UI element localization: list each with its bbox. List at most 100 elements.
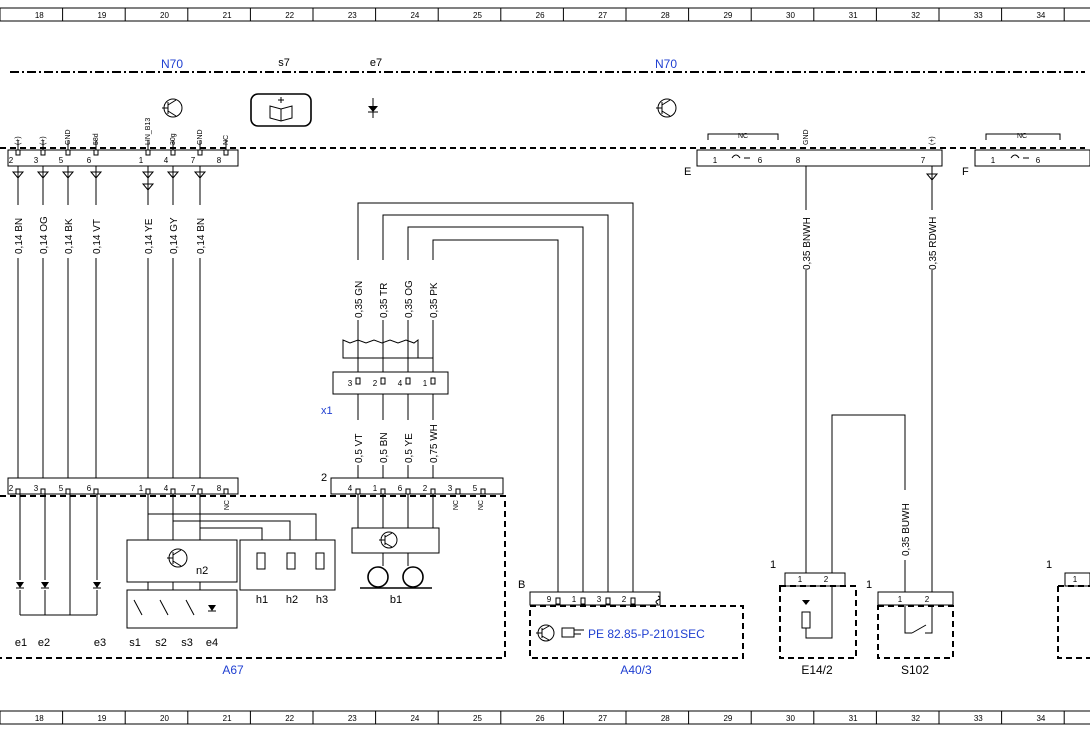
top-pin-number: 8: [217, 156, 222, 165]
s102-border: [877, 605, 954, 659]
e14-number: 1: [770, 559, 776, 571]
far-right-number: 1: [1046, 559, 1052, 571]
pin-terminal: [580, 597, 586, 605]
nc-label: NC: [224, 500, 231, 510]
led-group: [16, 582, 101, 589]
wire-mid-bottom-label: 0,5 BN: [379, 432, 390, 463]
wire-mid-top-label: 0,35 PK: [429, 282, 440, 318]
grid-cell-label: 32: [911, 11, 920, 20]
n70-left-label[interactable]: N70: [161, 57, 183, 71]
grid-cell-label: 27: [598, 714, 607, 723]
nc-label: NC: [453, 500, 460, 510]
pin-f-6: 6: [1036, 156, 1041, 165]
a40-pin-number: 2: [622, 595, 627, 604]
wire-arrow: [61, 171, 75, 179]
transistor-right-icon: [656, 98, 677, 118]
top-pin-signal: GND: [197, 129, 204, 145]
wire-arrow: [89, 171, 103, 179]
pin-terminal: [223, 488, 229, 495]
lower-middle-wires: [357, 394, 434, 484]
s102-switch-icon: [904, 606, 933, 634]
pointing-hand-icon: [561, 627, 584, 638]
lamp-label: h3: [316, 594, 328, 606]
a67-right-pin-number: 1: [373, 484, 378, 493]
far-right-border: [1057, 585, 1090, 659]
a67-label[interactable]: A67: [222, 663, 244, 677]
s102-connector: [877, 591, 954, 606]
grid-cell-label: 29: [723, 714, 732, 723]
grid-cell-label: 19: [97, 714, 106, 723]
pin-e-6: 6: [758, 156, 763, 165]
grid-cell-label: 21: [223, 11, 232, 20]
a40-label[interactable]: A40/3: [620, 663, 652, 677]
top-pin-signal: 30g: [170, 133, 177, 145]
far-right-pin: 1: [1073, 575, 1078, 584]
grid-cell-label: 33: [974, 714, 983, 723]
lamp-label: h1: [256, 594, 268, 606]
switch-block: [126, 589, 238, 629]
top-pin-number: 1: [139, 156, 144, 165]
a67-right-pin-number: 6: [398, 484, 403, 493]
grid-cell-label: 30: [786, 714, 795, 723]
a40-break-icon: [655, 595, 661, 605]
e14-heater-icon: [801, 586, 833, 639]
far-right-connector: [1064, 572, 1090, 587]
top-pin-number: 6: [87, 156, 92, 165]
a40-reference-link[interactable]: PE 82.85-P-2101SEC: [588, 627, 705, 641]
gnd-e-label: GND: [803, 129, 810, 145]
s102-number: 1: [866, 579, 872, 591]
n70-right-label[interactable]: N70: [655, 57, 677, 71]
grid-cell-label: 26: [536, 11, 545, 20]
manual-book-icon: [250, 93, 312, 127]
a40-pin-number: 3: [597, 595, 602, 604]
wire-buwh: 0,35 BUWH: [901, 503, 912, 556]
grid-cell-label: 26: [536, 714, 545, 723]
a67-pin-number: 6: [87, 484, 92, 493]
grid-cell-label: 31: [849, 11, 858, 20]
x1-connector: [332, 371, 449, 395]
wire-mid-bottom-label: 0,5 VT: [354, 434, 365, 463]
a67-connector-label: 2: [321, 472, 327, 484]
n2-module: [126, 539, 238, 583]
connector-f: [974, 149, 1090, 167]
wire-arrow: [193, 171, 207, 179]
pin-terminal: [93, 488, 99, 495]
component-label: s1: [129, 637, 141, 649]
a40-border: [529, 605, 744, 659]
speaker-icons: [360, 566, 432, 589]
connector-f-label: F: [962, 166, 969, 178]
led-icon: [368, 98, 378, 118]
wire-bnwh: 0,35 BNWH: [802, 217, 813, 270]
grid-cell-label: 28: [661, 11, 670, 20]
pin-terminal: [380, 377, 386, 385]
nc-f-label: NC: [1017, 133, 1027, 140]
grid-cell-label: 25: [473, 11, 482, 20]
b1-transistor-icon: [379, 531, 398, 549]
wire-arrow: [141, 183, 155, 191]
nc-e-label: NC: [738, 133, 748, 140]
grid-cell-label: 31: [849, 714, 858, 723]
wire-mid-top-label: 0,35 OG: [404, 280, 415, 318]
x1-label[interactable]: x1: [321, 405, 333, 417]
a67-pin-number: 7: [191, 484, 196, 493]
middle-harness: [342, 202, 634, 596]
grid-cell-label: 34: [1036, 11, 1045, 20]
wire-mid-bottom-label: 0,75 WH: [429, 424, 440, 463]
grid-cell-label: 24: [410, 11, 419, 20]
pin-terminal: [630, 597, 636, 605]
pin-terminal: [455, 488, 461, 495]
grid-cell-label: 20: [160, 11, 169, 20]
wire-upper-label: 0,14 OG: [39, 216, 50, 254]
lamp-label: h2: [286, 594, 298, 606]
grid-cell-label: 30: [786, 11, 795, 20]
pin-terminal: [555, 597, 561, 605]
grid-cell-label: 29: [723, 11, 732, 20]
b1-module: [351, 527, 440, 554]
s7-label: s7: [278, 57, 290, 69]
a67-internal-wiring: [19, 494, 434, 616]
grid-cell-label: 21: [223, 714, 232, 723]
x1-pin-number: 4: [398, 379, 403, 388]
wire-arrow: [11, 171, 25, 179]
e14-border: [779, 585, 857, 659]
